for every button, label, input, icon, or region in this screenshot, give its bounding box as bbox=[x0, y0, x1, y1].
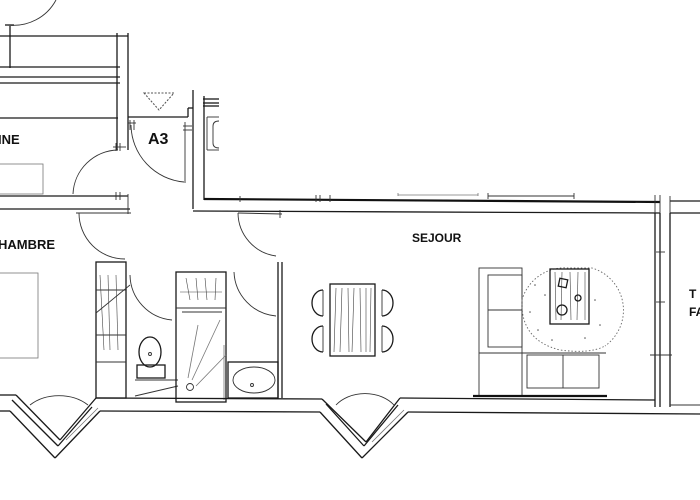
bathroom-left bbox=[95, 261, 131, 399]
bathroom-wc-door bbox=[129, 274, 179, 397]
entry-door bbox=[130, 124, 185, 183]
shower-icon bbox=[175, 271, 227, 403]
east-wall bbox=[650, 213, 700, 407]
room-label-kitchen: INE bbox=[0, 132, 20, 147]
bathtub-icon bbox=[227, 262, 283, 399]
bedroom-door bbox=[76, 212, 131, 260]
entry-triangle-icon bbox=[142, 92, 176, 111]
bookshelf-icon bbox=[473, 267, 607, 398]
toilet-icon bbox=[136, 336, 166, 379]
south-wall bbox=[0, 394, 700, 415]
unit-label: A3 bbox=[148, 131, 169, 148]
kitchen-counter bbox=[0, 26, 129, 150]
kitchen-bedroom-wall bbox=[0, 192, 130, 214]
room-label-bedroom: HAMBRE bbox=[0, 237, 56, 252]
bed bbox=[0, 272, 39, 359]
angled-bay-window-icon bbox=[9, 394, 101, 459]
table-with-chairs-icon bbox=[311, 283, 394, 357]
north-wall-living bbox=[192, 193, 700, 218]
door-arc-top-left bbox=[5, 0, 57, 26]
entry-walls bbox=[128, 90, 194, 209]
kitchen-island bbox=[0, 163, 44, 195]
room-label-living: SEJOUR bbox=[412, 231, 462, 245]
room-label-terrace-line2: FA bbox=[689, 305, 700, 319]
room-label-terrace-line1: T bbox=[689, 287, 697, 301]
bathroom-door bbox=[233, 212, 277, 317]
round-rug-icon bbox=[521, 267, 624, 352]
kitchen-door bbox=[72, 143, 126, 195]
closet-top bbox=[203, 96, 220, 200]
angled-bay-window-icon bbox=[319, 393, 409, 459]
